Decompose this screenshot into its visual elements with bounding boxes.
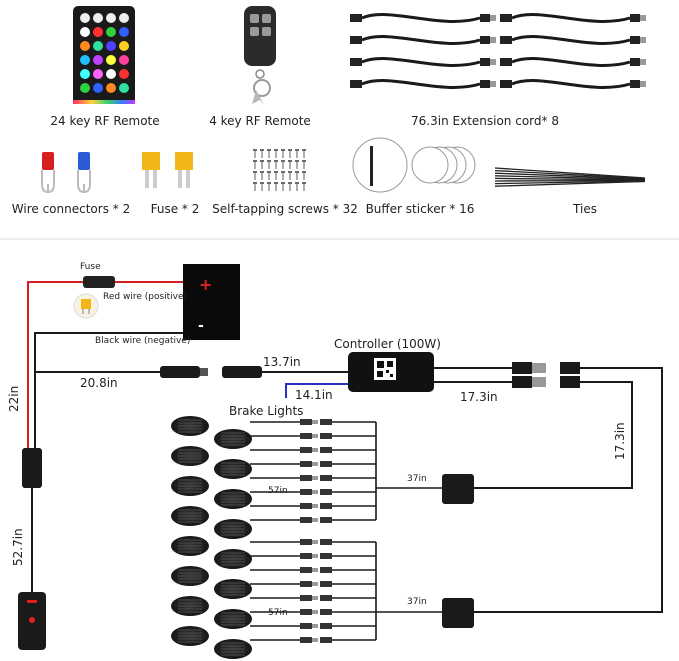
battery-positive-terminal: + bbox=[199, 275, 212, 294]
caption-fuse: Fuse * 2 bbox=[150, 202, 200, 216]
caption-4-key-remote: 4 key RF Remote bbox=[209, 114, 311, 128]
label-37in-2: 37in bbox=[407, 597, 427, 607]
output-wire-1 bbox=[474, 381, 633, 489]
fuses-image bbox=[142, 152, 193, 188]
caption-24-key-remote: 24 key RF Remote bbox=[50, 114, 160, 128]
black-wire bbox=[34, 332, 183, 450]
rock-light-pods bbox=[171, 416, 442, 659]
caption-screws: Self-tapping screws * 32 bbox=[212, 202, 358, 216]
splitter-hub-2 bbox=[442, 598, 474, 628]
label-20-8in: 20.8in bbox=[80, 376, 118, 390]
remote-4-key-image bbox=[244, 6, 276, 105]
label-controller: Controller (100W) bbox=[334, 337, 441, 351]
label-black-wire: Black wire (negative) bbox=[95, 336, 190, 346]
label-14-1in: 14.1in bbox=[295, 388, 333, 402]
label-13-7in: 13.7in bbox=[263, 355, 301, 369]
caption-ties: Ties bbox=[573, 202, 597, 216]
remote-24-key-image bbox=[73, 6, 135, 104]
battery bbox=[183, 264, 240, 340]
harness-connector bbox=[22, 448, 42, 488]
caption-buffer-sticker: Buffer sticker * 16 bbox=[365, 202, 475, 216]
label-17-3in-vertical: 17.3in bbox=[613, 422, 627, 460]
label-red-wire: Red wire (positive) bbox=[103, 292, 187, 302]
splitter-hub-1 bbox=[442, 474, 474, 504]
brake-signal-wire bbox=[285, 383, 348, 398]
label-57in-1: 57in bbox=[268, 486, 288, 496]
label-brake-lights: Brake Lights bbox=[229, 404, 303, 418]
wire-connectors-image bbox=[41, 152, 91, 194]
caption-extension-cord: 76.3in Extension cord* 8 bbox=[411, 114, 559, 128]
label-17-3in-horizontal: 17.3in bbox=[460, 390, 498, 404]
label-37in-1: 37in bbox=[407, 474, 427, 484]
label-57in-2: 57in bbox=[268, 608, 288, 618]
inline-fuse-holder bbox=[83, 276, 115, 288]
battery-negative-terminal: - bbox=[198, 318, 204, 334]
red-wire bbox=[27, 281, 183, 450]
caption-wire-connectors: Wire connectors * 2 bbox=[11, 202, 131, 216]
label-fuse: Fuse bbox=[80, 262, 101, 272]
screws-image bbox=[253, 149, 306, 191]
cable-ties-image bbox=[494, 167, 646, 187]
label-52-7in: 52.7in bbox=[11, 528, 25, 566]
output-wire-2 bbox=[474, 367, 663, 613]
buffer-stickers-image bbox=[352, 137, 476, 193]
extension-cords-image bbox=[350, 13, 646, 89]
label-22in: 22in bbox=[7, 386, 21, 412]
